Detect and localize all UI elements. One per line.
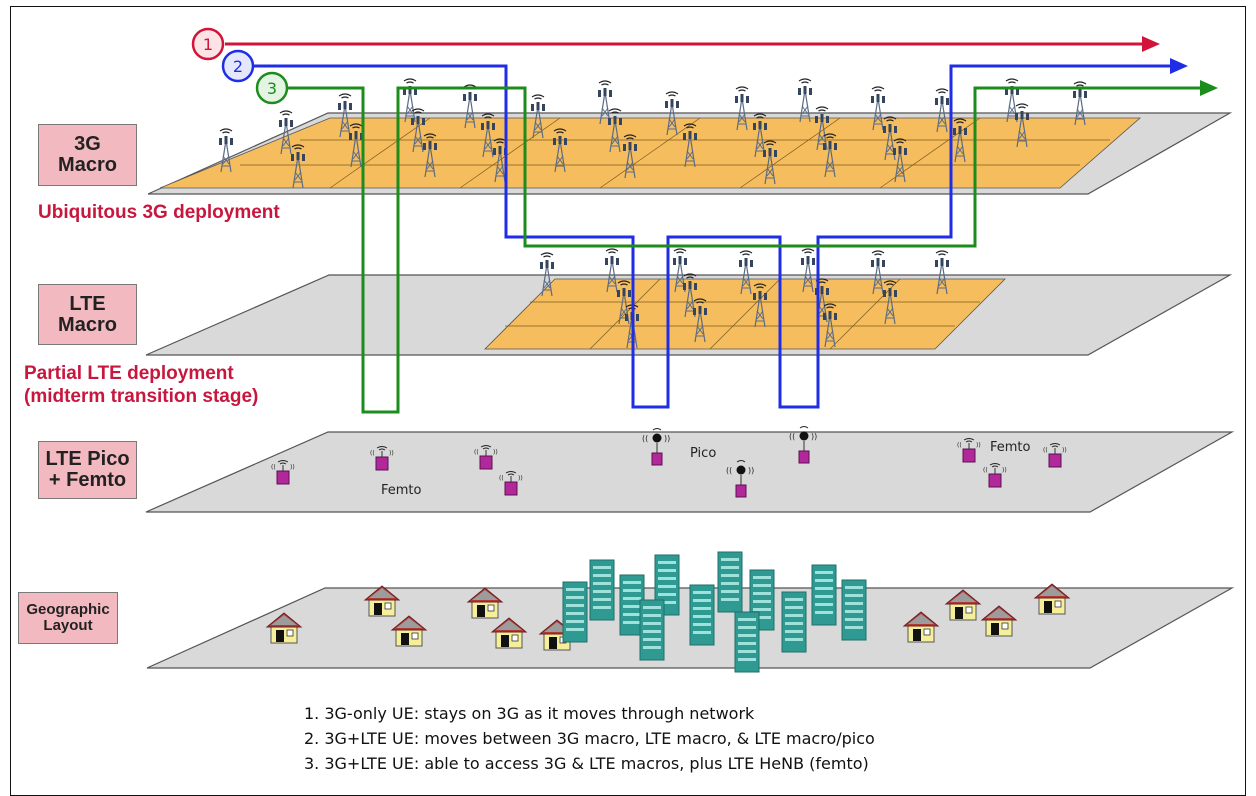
geo-layer-label: Geographic Layout [18,592,118,644]
path-3-number: 3 [267,79,277,98]
path-notes: 1. 3G-only UE: stays on 3G as it moves t… [304,701,875,776]
path-2-marker: 2 [223,51,253,81]
geo-label-line2: Layout [19,618,117,634]
macro3g-caption: Ubiquitous 3G deployment [38,201,280,224]
path-1-number: 1 [203,35,213,54]
note-2: 2. 3G+LTE UE: moves between 3G macro, LT… [304,726,875,751]
macro3g-label-line2: Macro [39,155,136,176]
pico-label: Pico [690,446,716,461]
path-1-line [225,36,1160,52]
lte-macro-label-line2: Macro [39,315,136,336]
note-1: 1. 3G-only UE: stays on 3G as it moves t… [304,701,875,726]
pico-femto-plane [146,432,1232,512]
femto-label-left: Femto [381,483,422,498]
geo-label-line1: Geographic [19,602,117,618]
pico-femto-layer-label: LTE Pico + Femto [38,441,137,499]
path-1-marker: 1 [193,29,223,59]
lte-macro-caption-line2: (midterm transition stage) [24,385,258,408]
pico-femto-label-line1: LTE Pico [39,449,136,470]
macro3g-layer-label: 3G Macro [38,124,137,186]
path-2-number: 2 [233,57,243,76]
lte-macro-caption-line1: Partial LTE deployment [24,362,258,385]
macro3g-caption-text: Ubiquitous 3G deployment [38,201,280,224]
macro3g-label-line1: 3G [39,134,136,155]
path-3-marker: 3 [257,73,287,103]
note-3: 3. 3G+LTE UE: able to access 3G & LTE ma… [304,751,875,776]
macro3g-cells [160,118,1140,188]
lte-macro-caption: Partial LTE deployment (midterm transiti… [24,362,258,408]
lte-macro-label-line1: LTE [39,294,136,315]
pico-femto-label-line2: + Femto [39,470,136,491]
lte-macro-layer-label: LTE Macro [38,284,137,345]
lte-macro-cells [485,279,1005,349]
femto-label-right: Femto [990,440,1031,455]
